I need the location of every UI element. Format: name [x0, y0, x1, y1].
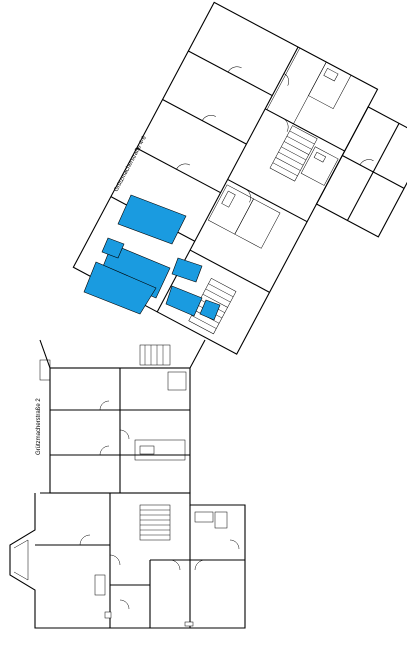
lower-wing: [39, 359, 191, 494]
upper-wing: [72, 1, 407, 355]
highlighted-room-7: [199, 299, 221, 321]
street-label-lower: Grützmacherstraße 2: [36, 398, 42, 455]
highlighted-room-3: [83, 261, 157, 315]
stair-upper: [269, 125, 318, 182]
highlighted-room-5: [165, 285, 203, 317]
highlighted-apartment: [83, 194, 221, 321]
connector: [39, 339, 206, 369]
street-label-upper: Grützmacherstraße 4-6: [113, 135, 148, 193]
stair-bottom: [139, 504, 171, 541]
bottom-block: [9, 492, 246, 629]
highlighted-room-4: [171, 257, 203, 283]
highlighted-room-6: [101, 237, 125, 259]
highlighted-room-1: [117, 194, 187, 245]
